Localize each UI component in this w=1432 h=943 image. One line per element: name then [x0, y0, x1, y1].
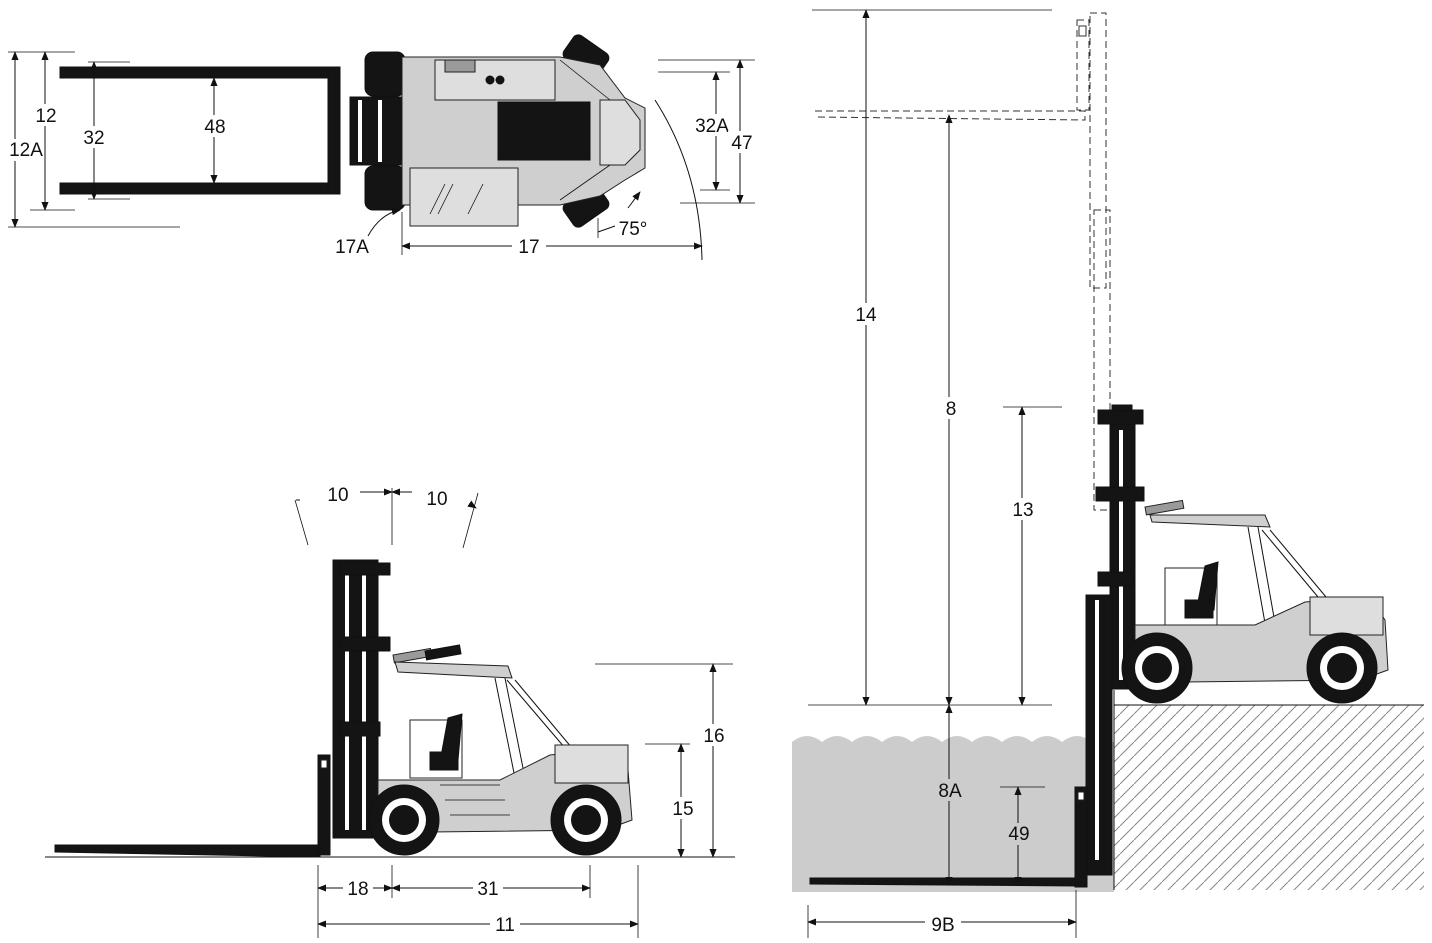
side-fork: [54, 844, 321, 858]
label-11: 11: [495, 915, 515, 936]
inner-radius-arc: [367, 208, 401, 237]
mast-top-crosshead: [339, 562, 391, 576]
elev-overhead-guard: [1149, 514, 1271, 528]
label-15: 15: [672, 799, 693, 820]
top-counterweight: [599, 99, 641, 166]
pit-area: [792, 742, 1114, 892]
label-49: 49: [1008, 824, 1029, 845]
label-14: 14: [855, 305, 877, 326]
front-tire-bottom: [364, 165, 406, 211]
label-17a: 17A: [335, 237, 369, 258]
label-12: 12: [35, 106, 56, 127]
top-gauge: [485, 75, 495, 85]
label-8: 8: [946, 399, 957, 420]
label-8a: 8A: [938, 781, 962, 802]
fork-carriage: [327, 66, 341, 195]
label-32: 32: [83, 128, 104, 149]
elev-fork: [809, 877, 1079, 887]
elev-fork-shank: [1074, 786, 1088, 888]
elev-counterweight: [1309, 596, 1384, 636]
front-tire-top: [364, 51, 406, 97]
label-16: 16: [703, 726, 724, 747]
label-18: 18: [347, 879, 368, 900]
label-48: 48: [204, 117, 225, 138]
hatched-ground: [1114, 705, 1424, 890]
overhead-guard: [394, 661, 513, 679]
label-tilt-back: 10: [426, 489, 447, 510]
label-32a: 32A: [695, 116, 729, 137]
label-12a: 12A: [9, 140, 43, 161]
elev-mast-crosshead: [1097, 409, 1144, 425]
label-13: 13: [1012, 500, 1033, 521]
raised-fork-dashed: [814, 110, 1086, 121]
label-9b: 9B: [931, 915, 954, 936]
raised-mast-dashed: [1089, 12, 1107, 289]
top-side-panel: [409, 167, 519, 227]
operator-seat-top: [497, 101, 591, 161]
elevation-view: 14 8 13 8A 49 9B: [792, 9, 1424, 938]
side-fork-shank: [317, 754, 331, 856]
turning-radius-arc: [654, 99, 703, 261]
fork-top: [59, 66, 336, 79]
side-counterweight: [554, 744, 629, 784]
label-17: 17: [518, 237, 539, 258]
label-75-degrees: 75°: [619, 219, 648, 240]
top-view: 12 12A 32 48 32A 47 17A 17 75°: [4, 34, 756, 261]
mast-crosshead: [339, 636, 391, 652]
side-view: 10 10 16 15 18 31 11: [45, 485, 735, 938]
label-tilt-forward: 10: [327, 485, 348, 506]
label-31: 31: [477, 879, 498, 900]
side-mast: [332, 559, 379, 839]
fork-bottom: [59, 182, 336, 195]
top-grille: [444, 59, 476, 73]
label-47: 47: [731, 133, 752, 154]
